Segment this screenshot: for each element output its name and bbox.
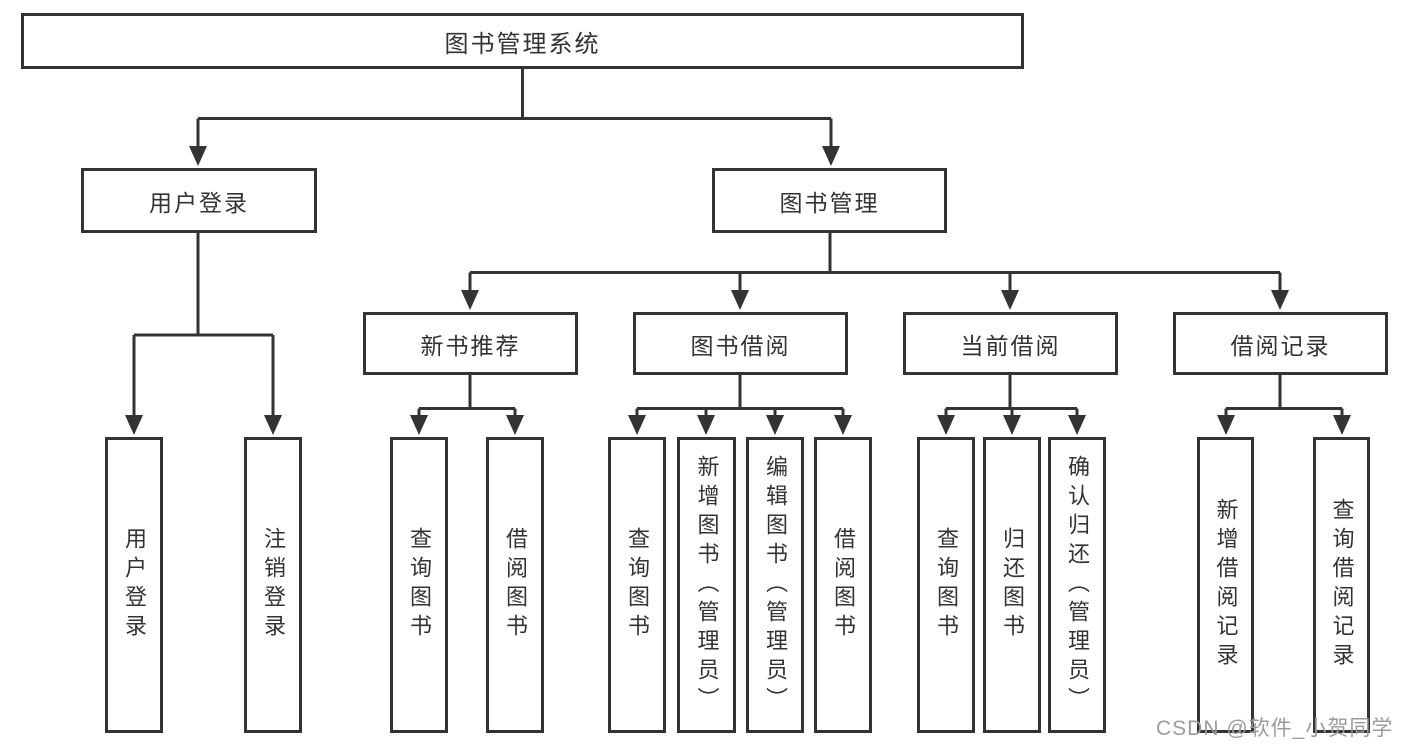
node-user-login-label: 用户登录 xyxy=(149,189,249,216)
leaf-borrowing-borrow-books-label: 借阅图书 xyxy=(831,527,856,643)
node-root-label: 图书管理系统 xyxy=(444,30,601,58)
node-current-borrowing-label: 当前借阅 xyxy=(960,332,1061,359)
leaf-query-borrow-record: 查询借阅记录 xyxy=(1313,437,1370,733)
leaf-logout-label: 注销登录 xyxy=(261,527,286,643)
leaf-logout: 注销登录 xyxy=(244,437,302,733)
node-book-management-label: 图书管理 xyxy=(779,189,880,216)
leaf-confirm-return-admin-label: 确认归还（管理员） xyxy=(1065,454,1090,716)
connector-arrowheads xyxy=(125,146,1351,435)
node-book-borrowing: 图书借阅 xyxy=(633,312,848,375)
node-book-borrowing-label: 图书借阅 xyxy=(690,332,791,359)
leaf-edit-books-admin: 编辑图书（管理员） xyxy=(746,437,804,733)
leaf-add-borrow-record: 新增借阅记录 xyxy=(1197,437,1254,733)
leaf-edit-books-admin-label: 编辑图书（管理员） xyxy=(763,454,788,716)
node-borrowing-records: 借阅记录 xyxy=(1173,312,1388,375)
node-current-borrowing: 当前借阅 xyxy=(903,312,1118,375)
node-new-book-recommendation: 新书推荐 xyxy=(363,312,578,375)
leaf-add-books-admin-label: 新增图书（管理员） xyxy=(694,454,720,716)
leaf-recommend-query-books: 查询图书 xyxy=(390,437,448,733)
leaf-current-query-books-label: 查询图书 xyxy=(934,527,959,643)
leaf-borrowing-query-books: 查询图书 xyxy=(608,437,666,733)
leaf-query-borrow-record-label: 查询借阅记录 xyxy=(1329,498,1355,672)
leaf-confirm-return-admin: 确认归还（管理员） xyxy=(1048,437,1106,733)
node-new-book-recommendation-label: 新书推荐 xyxy=(420,332,521,359)
leaf-current-query-books: 查询图书 xyxy=(917,437,975,733)
leaf-borrowing-query-books-label: 查询图书 xyxy=(625,527,650,643)
leaf-add-borrow-record-label: 新增借阅记录 xyxy=(1213,498,1239,672)
leaf-return-books-label: 归还图书 xyxy=(1000,527,1025,643)
node-borrowing-records-label: 借阅记录 xyxy=(1230,332,1331,359)
node-book-management: 图书管理 xyxy=(712,168,947,233)
node-root: 图书管理系统 xyxy=(21,13,1024,69)
leaf-add-books-admin: 新增图书（管理员） xyxy=(677,437,736,733)
node-user-login: 用户登录 xyxy=(81,168,317,233)
leaf-recommend-borrow-books-label: 借阅图书 xyxy=(503,527,528,643)
leaf-user-login-label: 用户登录 xyxy=(122,527,147,643)
leaf-user-login: 用户登录 xyxy=(105,437,163,733)
csdn-watermark: CSDN @软件_小贺同学 xyxy=(1156,717,1394,740)
leaf-recommend-query-books-label: 查询图书 xyxy=(407,527,432,643)
leaf-borrowing-borrow-books: 借阅图书 xyxy=(814,437,872,733)
leaf-return-books: 归还图书 xyxy=(983,437,1041,733)
leaf-recommend-borrow-books: 借阅图书 xyxy=(486,437,544,733)
